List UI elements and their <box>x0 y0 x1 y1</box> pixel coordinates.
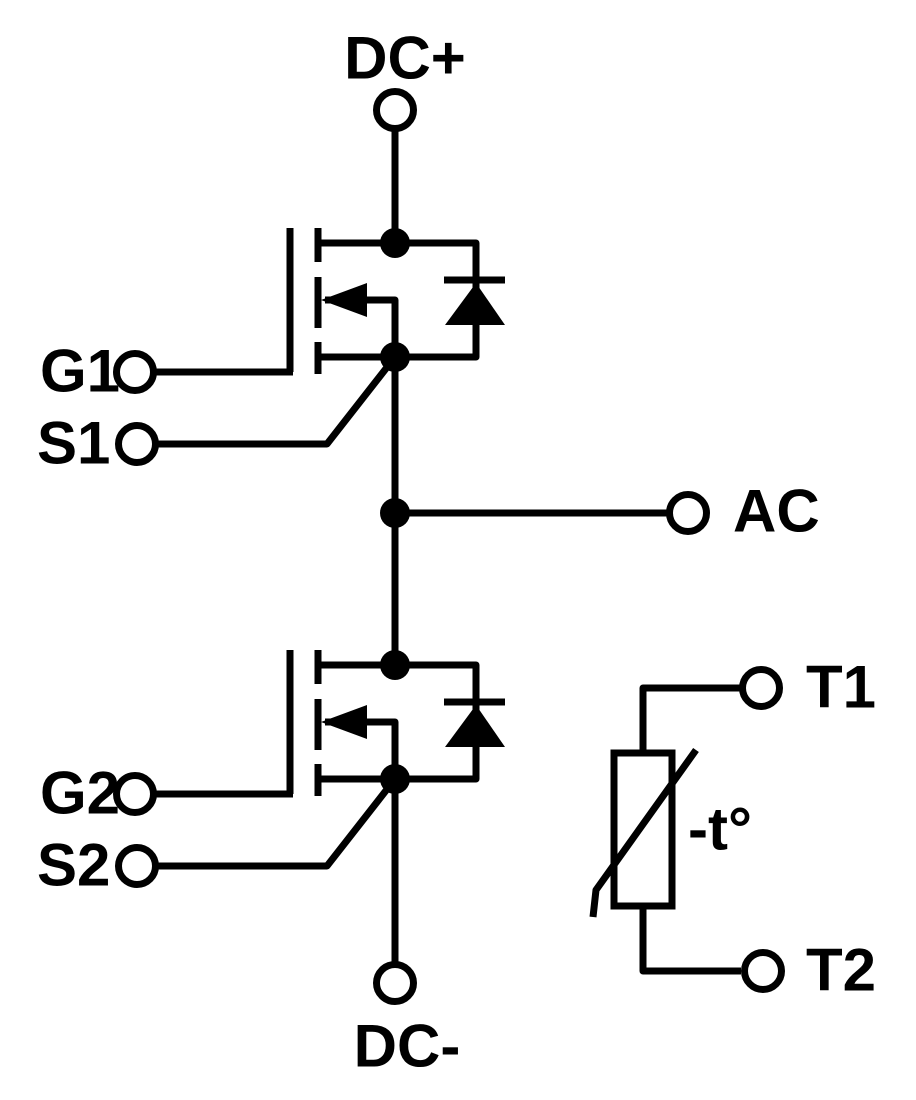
terminal-dc-plus <box>373 88 417 132</box>
wire-t1-to-thermistor <box>639 684 740 753</box>
label-t2: T2 <box>806 937 876 1004</box>
terminal-s1 <box>115 422 159 466</box>
label-dc-minus: DC- <box>354 1013 461 1080</box>
label-ac: AC <box>733 478 820 545</box>
terminal-s2 <box>115 844 159 888</box>
wire-s1 <box>158 354 398 448</box>
wires <box>156 110 667 983</box>
thermistor-label: -t° <box>688 796 752 863</box>
mosfet-high-side <box>290 228 505 374</box>
terminals <box>113 88 785 1005</box>
mosfet-low-side <box>290 650 505 796</box>
terminal-g2 <box>113 772 157 816</box>
terminal-t2 <box>741 949 785 993</box>
label-s1: S1 <box>37 410 110 477</box>
labels: DC+ G1 S1 AC G2 S2 T1 T2 DC- <box>37 25 876 1080</box>
terminal-g1 <box>113 350 157 394</box>
terminal-t1 <box>739 666 783 710</box>
label-g2: G2 <box>40 760 120 827</box>
ac-node-junction-dot <box>380 498 410 528</box>
thermistor-diagonal-stroke <box>589 747 699 918</box>
label-s2: S2 <box>37 832 110 899</box>
label-g1: G1 <box>40 338 120 405</box>
label-t1: T1 <box>806 654 876 721</box>
wire-s2 <box>158 776 398 870</box>
ntc-thermistor: -t° <box>589 684 752 975</box>
label-dc-plus: DC+ <box>344 25 466 92</box>
terminal-ac <box>666 491 710 535</box>
terminal-dc-minus <box>373 961 417 1005</box>
wire-thermistor-to-t2 <box>639 906 741 975</box>
